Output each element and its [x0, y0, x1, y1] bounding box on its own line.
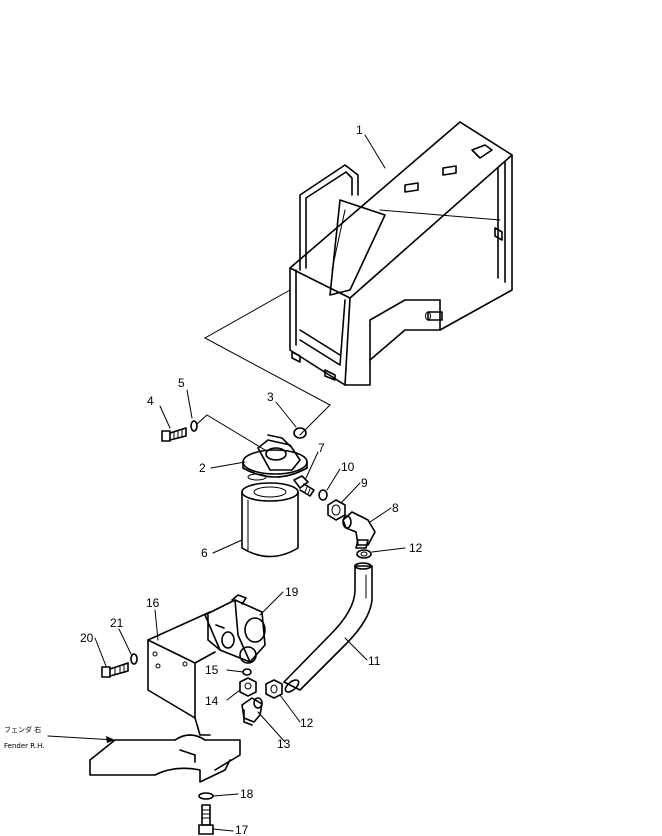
callout-6: 6 — [201, 546, 208, 560]
part-9-nut — [327, 499, 346, 521]
callout-7: 7 — [318, 441, 325, 455]
part-16-bracket — [147, 611, 216, 736]
callout-4: 4 — [147, 394, 154, 408]
part-11-hose — [283, 562, 373, 693]
part-12-nut-lower — [265, 679, 283, 699]
callout-12-upper: 12 — [409, 541, 423, 555]
callout-20: 20 — [80, 631, 94, 645]
callout-labels: 1 2 3 4 5 6 7 8 9 10 11 12 12 13 14 15 1… — [80, 123, 423, 836]
callout-12-lower: 12 — [300, 716, 314, 730]
leader-tank-to-filter — [203, 289, 331, 436]
callout-leaders — [94, 134, 406, 832]
callout-11: 11 — [368, 654, 381, 668]
callout-21: 21 — [110, 616, 124, 630]
callout-8: 8 — [392, 501, 399, 515]
part-12-clamp-upper — [356, 549, 372, 559]
callout-15: 15 — [205, 663, 219, 677]
callout-5: 5 — [178, 376, 185, 390]
part-5-washer — [190, 420, 198, 432]
callout-19: 19 — [285, 585, 299, 599]
callout-13: 13 — [277, 737, 291, 751]
part-7-fitting — [293, 475, 315, 497]
part-4-bolt — [161, 427, 187, 442]
leader-bolt-to-head — [196, 414, 266, 451]
part-14-fitting — [239, 677, 257, 697]
part-8-elbow — [342, 511, 376, 549]
callout-17: 17 — [235, 823, 249, 836]
part-21-washer — [130, 653, 138, 665]
part-17-bolt — [198, 804, 214, 835]
callout-9: 9 — [361, 476, 368, 490]
fender-label: フェンダ 右 Fender R.H. — [4, 725, 44, 750]
part-13-elbow — [241, 697, 263, 726]
fender-arrowhead — [106, 736, 115, 743]
fender-rh — [89, 734, 241, 783]
fender-label-english: Fender R.H. — [4, 742, 44, 750]
callout-2: 2 — [199, 461, 206, 475]
part-15-o-ring — [242, 668, 252, 676]
part-10-o-ring — [318, 489, 328, 501]
callout-1: 1 — [356, 123, 363, 137]
part-18-washer — [198, 792, 214, 800]
part-3-o-ring — [293, 427, 307, 439]
callout-18: 18 — [240, 787, 254, 801]
callout-16: 16 — [146, 596, 160, 610]
part-1-tank-cover — [289, 121, 513, 386]
callout-14: 14 — [205, 694, 219, 708]
fender-arrow — [47, 735, 116, 741]
part-19-valve — [204, 594, 266, 664]
part-6-filter-cartridge — [241, 482, 299, 558]
callout-10: 10 — [341, 460, 355, 474]
part-20-bolt — [101, 662, 129, 678]
fender-label-japanese: フェンダ 右 — [4, 725, 41, 734]
callout-3: 3 — [267, 390, 274, 404]
part-2-filter-head — [242, 434, 308, 481]
